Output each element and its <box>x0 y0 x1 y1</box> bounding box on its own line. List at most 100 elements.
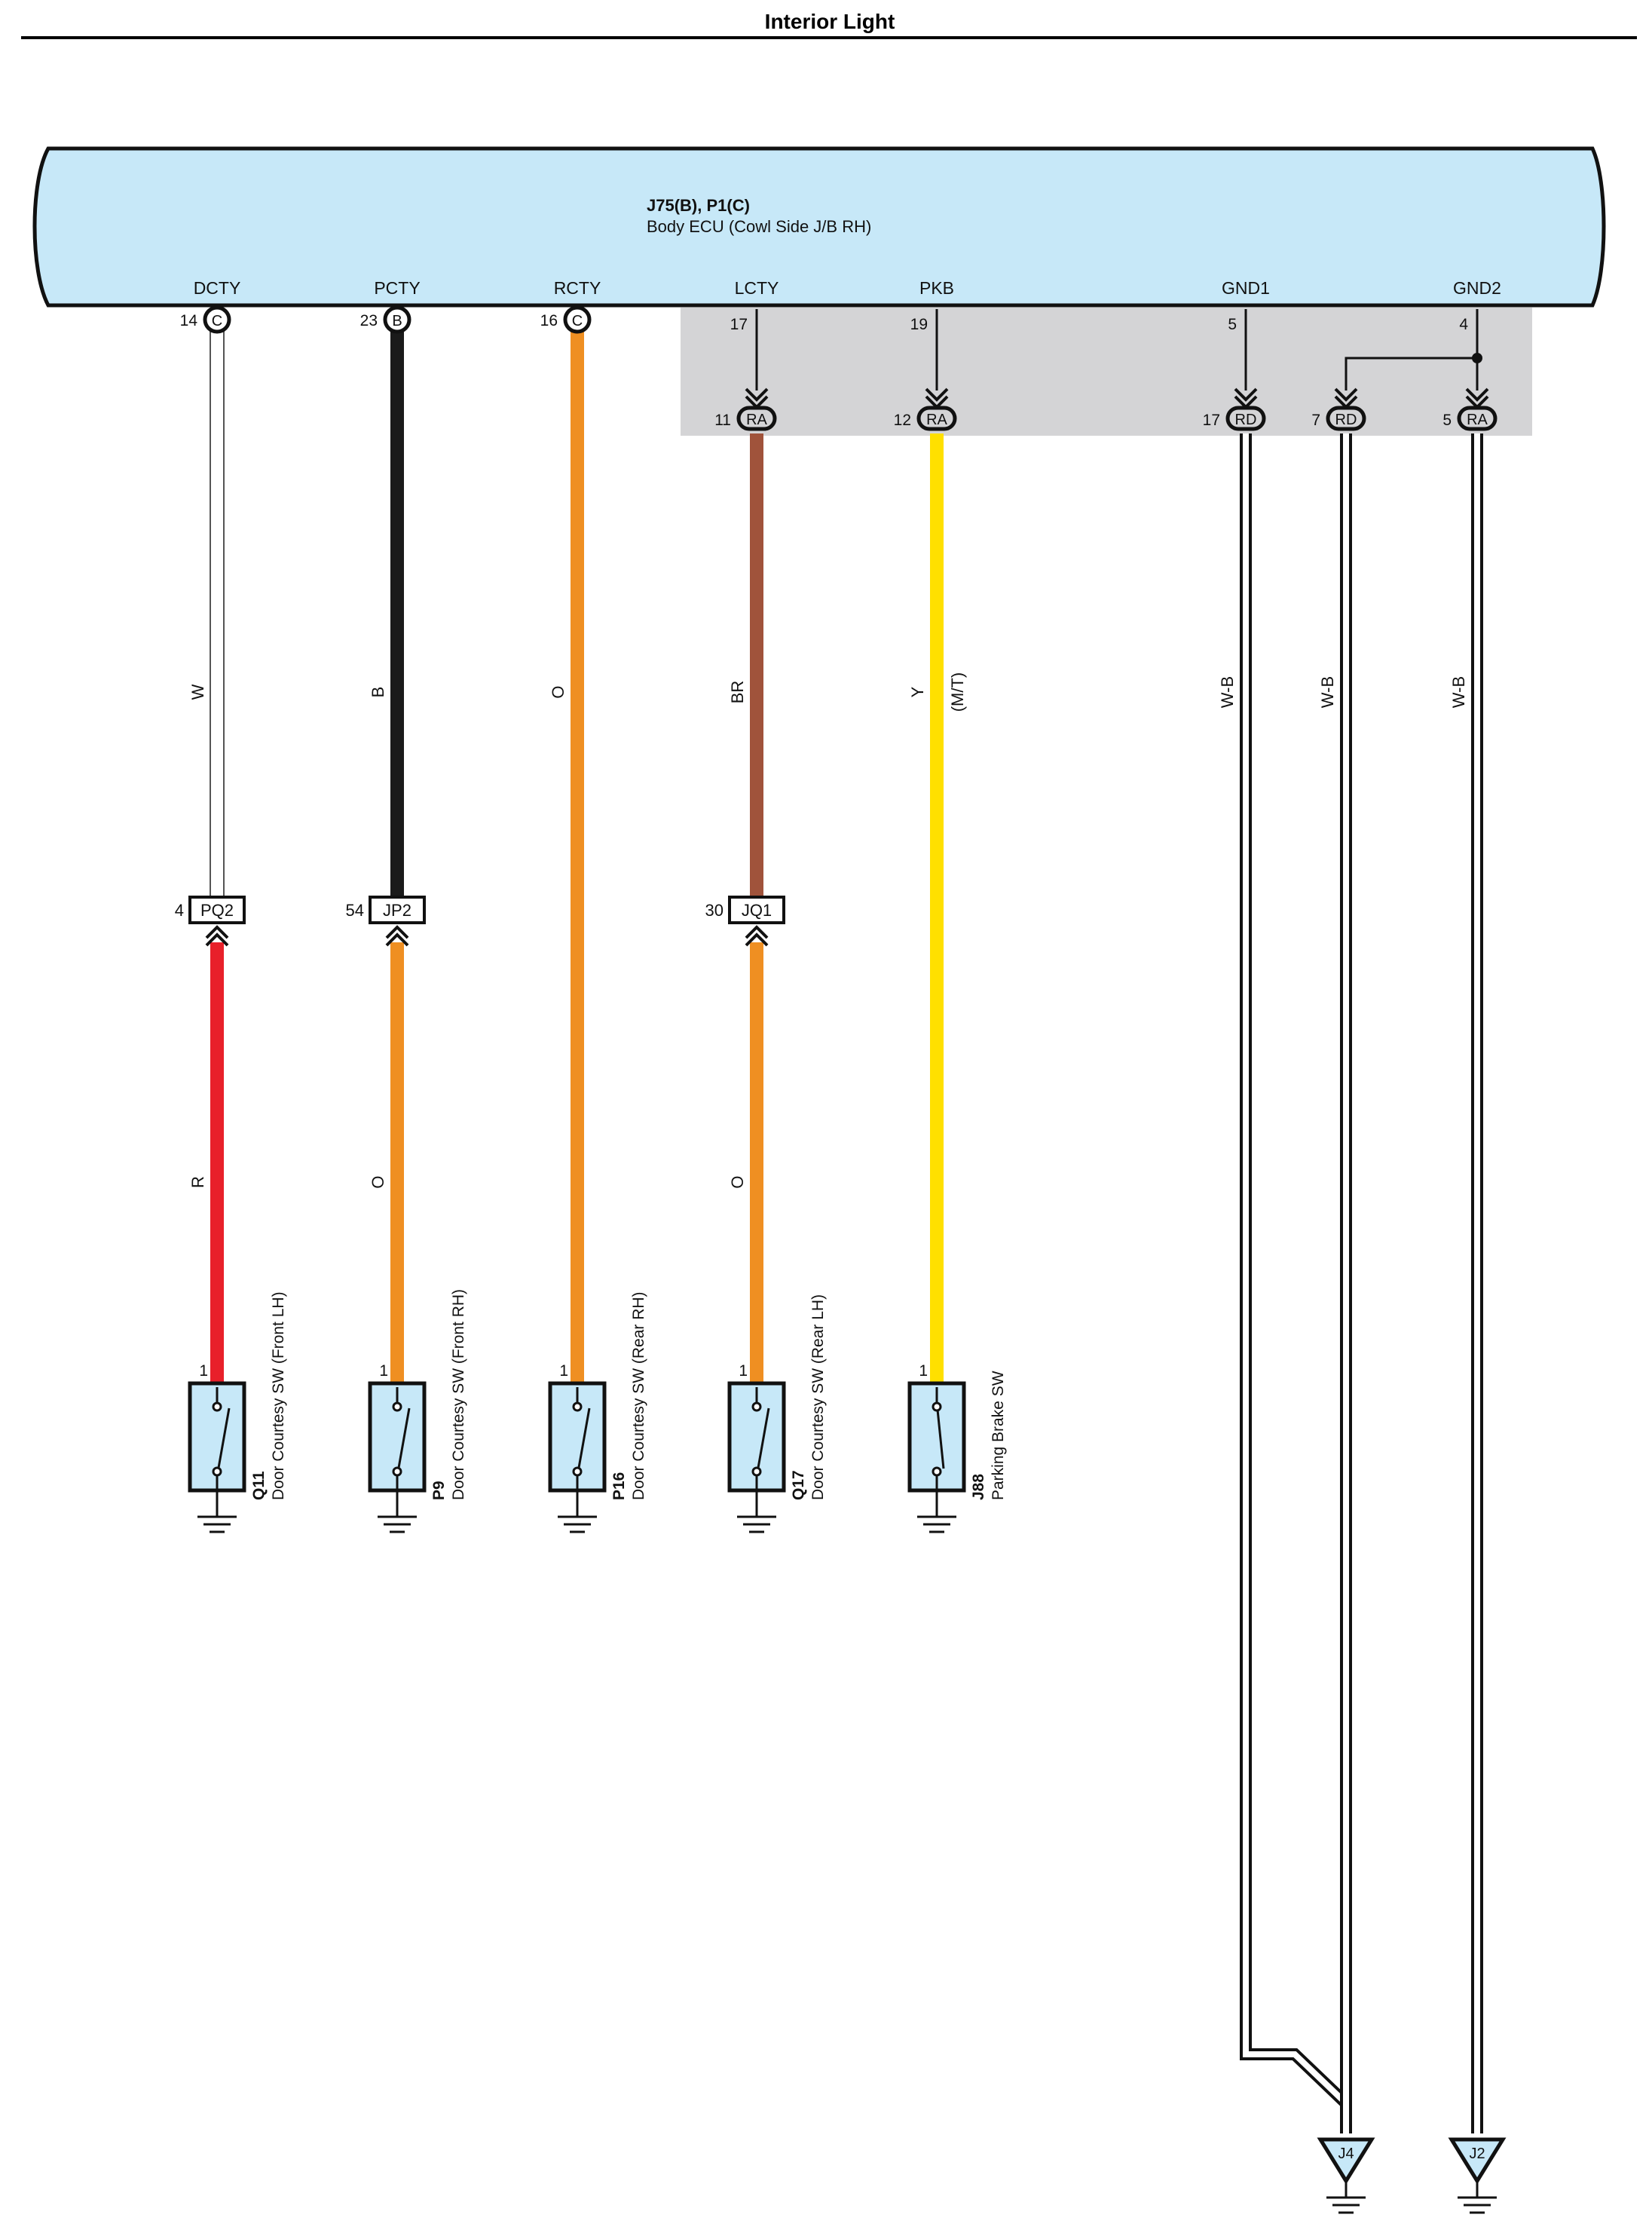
jb-connectors: RA 11 RA 12 RD 17 RD 7 RA 5 <box>714 387 1498 431</box>
switch-name: Door Courtesy SW (Front LH) <box>270 1291 287 1500</box>
wire-code: W-B <box>1449 676 1468 708</box>
jb-oval <box>1457 406 1498 431</box>
ecu-pin-circle <box>203 305 231 334</box>
switch-name: Parking Brake SW <box>990 1371 1007 1500</box>
wire-note: (M/T) <box>948 672 967 712</box>
ground-leads <box>1244 309 1482 391</box>
inline-arrow-icon <box>205 925 229 947</box>
switch-id: P9 <box>430 1481 448 1500</box>
ground-point-j4: J4 <box>1317 2137 1375 2214</box>
ground-point-id: J2 <box>1469 2146 1485 2162</box>
wire-code: BR <box>728 681 747 704</box>
terminal-label: RCTY <box>554 278 601 298</box>
switch-contact-icon <box>757 1407 770 1469</box>
terminal-label: PCTY <box>374 278 420 298</box>
switch-id: J88 <box>970 1474 987 1500</box>
wire-y <box>930 433 944 1383</box>
wire-code: W-B <box>1318 676 1337 708</box>
switch-j88: 1 J88 Parking Brake SW <box>907 1362 1007 1533</box>
inline-connector-box <box>369 896 426 924</box>
inline-pin-number: 30 <box>705 901 724 920</box>
inline-arrow-icon <box>745 925 769 947</box>
ecu-pin-circle <box>563 305 592 334</box>
terminal-label: DCTY <box>194 278 241 298</box>
jb-oval <box>736 406 777 431</box>
switch-contact-icon <box>577 1407 591 1469</box>
switch-contact-icon <box>397 1407 411 1469</box>
switch-pin-number: 1 <box>919 1362 928 1380</box>
ground-triangle-icon <box>1317 2137 1375 2185</box>
ecu-pin-number: 5 <box>1228 316 1237 333</box>
ground-point-id: J4 <box>1338 2146 1354 2162</box>
wire-pkb <box>930 309 944 1383</box>
ecu-pin-number: 23 <box>360 312 378 329</box>
wire-lower-o <box>390 942 404 1383</box>
junction-block-area <box>681 308 1532 436</box>
jb-conn-id: RA <box>1467 412 1488 428</box>
terminal-label: GND2 <box>1453 278 1501 298</box>
switch-pin-number: 1 <box>739 1362 748 1380</box>
jb-pin-number: 11 <box>714 412 731 429</box>
switch-id: P16 <box>610 1472 628 1500</box>
terminal-label: LCTY <box>735 278 779 298</box>
inline-connector-box <box>728 896 785 924</box>
switch-q11: 1 Q11 Door Courtesy SW (Front LH) <box>188 1291 287 1533</box>
switch-q17: 1 Q17 Door Courtesy SW (Rear LH) <box>727 1294 827 1533</box>
jb-oval <box>1326 406 1366 431</box>
body-ecu-block <box>32 146 1606 308</box>
inline-pin-number: 54 <box>346 901 364 920</box>
jb-pin-number: 12 <box>894 412 911 429</box>
wire-lower-o <box>750 942 763 1383</box>
inline-connector-box <box>188 896 246 924</box>
switch-name: Door Courtesy SW (Rear RH) <box>630 1291 647 1500</box>
inline-conn-id: JP2 <box>383 901 411 920</box>
wire-code: B <box>369 687 387 698</box>
jb-conn-id: RD <box>1235 412 1257 428</box>
wire-code: W <box>188 684 207 700</box>
switch-contact-icon <box>936 1409 945 1469</box>
wire-o <box>571 330 584 1383</box>
ecu-connector-ids: J75(B), P1(C) <box>647 196 750 215</box>
inline-conn-id: PQ2 <box>200 901 234 920</box>
wire-rcty <box>571 330 584 1383</box>
jb-conn-id: RD <box>1335 412 1357 428</box>
switch-pin-number: 1 <box>559 1362 568 1380</box>
wire-upper-br <box>750 433 763 899</box>
terminal-label: GND1 <box>1222 278 1270 298</box>
inline-pin-number: 4 <box>175 901 184 920</box>
switch-id: Q17 <box>790 1470 807 1500</box>
jb-pin-number: 17 <box>1203 412 1220 429</box>
wb-wires <box>1240 433 1483 2133</box>
page-title: Interior Light <box>765 10 895 33</box>
ecu-pin-conn: C <box>212 313 222 329</box>
ecu-pins: C 14 B 23 C 16 17 19 5 4 <box>180 305 1468 334</box>
jb-oval <box>1225 406 1266 431</box>
wire-code: O <box>369 1175 387 1188</box>
ecu-pin-circle <box>383 305 411 334</box>
ecu-pin-number: 17 <box>730 316 748 333</box>
wire-code: R <box>188 1176 207 1188</box>
ecu-pin-number: 4 <box>1459 316 1468 333</box>
switch-pin-number: 1 <box>379 1362 388 1380</box>
ecu-pin-number: 19 <box>910 316 928 333</box>
jb-conn-id: RA <box>926 412 947 428</box>
inline-conn-id: JQ1 <box>742 901 772 920</box>
terminal-label: PKB <box>919 278 954 298</box>
terminal-labels: DCTY PCTY RCTY LCTY PKB GND1 GND2 <box>194 278 1501 298</box>
wire-code: O <box>728 1175 747 1188</box>
switch-id: Q11 <box>250 1471 268 1500</box>
wire-upper-w <box>210 329 225 900</box>
inline-arrow-icon <box>385 925 409 947</box>
switch-name: Door Courtesy SW (Front RH) <box>450 1289 467 1500</box>
ecu-pin-conn: B <box>392 313 402 329</box>
wire-lower-r <box>210 942 224 1383</box>
ecu-pin-number: 16 <box>540 312 558 329</box>
wire-code: Y <box>908 686 927 697</box>
jb-pin-number: 7 <box>1311 412 1320 429</box>
ground-triangle-icon <box>1448 2137 1507 2185</box>
wire-color-labels: W B O BR Y (M/T) W-B W-B W-B R O O <box>188 672 1468 1189</box>
switch-pin-number: 1 <box>199 1362 208 1380</box>
ecu-name: Body ECU (Cowl Side J/B RH) <box>647 217 871 236</box>
wire-code: W-B <box>1218 676 1237 708</box>
